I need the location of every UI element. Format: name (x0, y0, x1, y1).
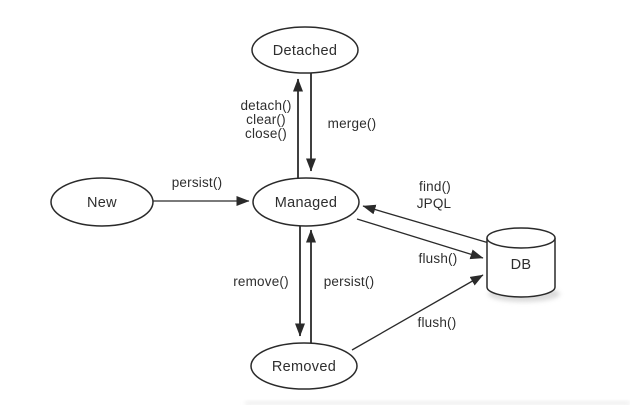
persist-top-label: persist() (172, 175, 223, 190)
close-label: close() (245, 126, 287, 141)
detached-label: Detached (273, 43, 337, 59)
node-new: New (50, 177, 154, 227)
edge-managed-to-detached: detach() clear() close() (240, 78, 303, 178)
edge-removed-to-db: flush() (351, 274, 484, 351)
detach-label: detach() (240, 98, 291, 113)
flush-upper-label: flush() (419, 251, 458, 266)
detached-ellipse (251, 26, 359, 74)
removed-ellipse (250, 342, 358, 390)
merge-label: merge() (328, 116, 377, 131)
node-removed: Removed (250, 342, 358, 390)
edge-new-to-managed: persist() (153, 175, 250, 206)
managed-to-db-arrow (356, 218, 484, 260)
db-cylinder-body (486, 238, 556, 298)
edge-db-to-managed: find() JPQL (362, 179, 490, 244)
node-managed: Managed (252, 177, 360, 227)
remove-label: remove() (233, 274, 289, 289)
removed-label: Removed (272, 359, 336, 375)
db-label: DB (511, 257, 532, 273)
node-db: DB (486, 227, 560, 302)
edge-removed-to-managed: persist() (306, 229, 375, 343)
managed-label: Managed (275, 195, 338, 211)
new-ellipse (50, 177, 154, 227)
clear-label: clear() (246, 112, 286, 127)
find-label: find() (419, 179, 451, 194)
db-to-managed-arrow (362, 204, 490, 244)
scan-artifact-strip (245, 401, 630, 405)
edge-managed-to-removed: remove() (233, 226, 305, 337)
removed-to-db-arrow (351, 274, 484, 351)
managed-ellipse (252, 177, 360, 227)
node-detached: Detached (251, 26, 359, 74)
edge-managed-to-db: flush() (356, 218, 484, 266)
flush-lower-label: flush() (418, 315, 457, 330)
new-label: New (87, 195, 117, 211)
edge-detached-to-managed: merge() (306, 73, 377, 172)
db-cylinder-top (486, 227, 556, 249)
jpql-label: JPQL (417, 196, 452, 211)
persist-bottom-label: persist() (324, 274, 375, 289)
